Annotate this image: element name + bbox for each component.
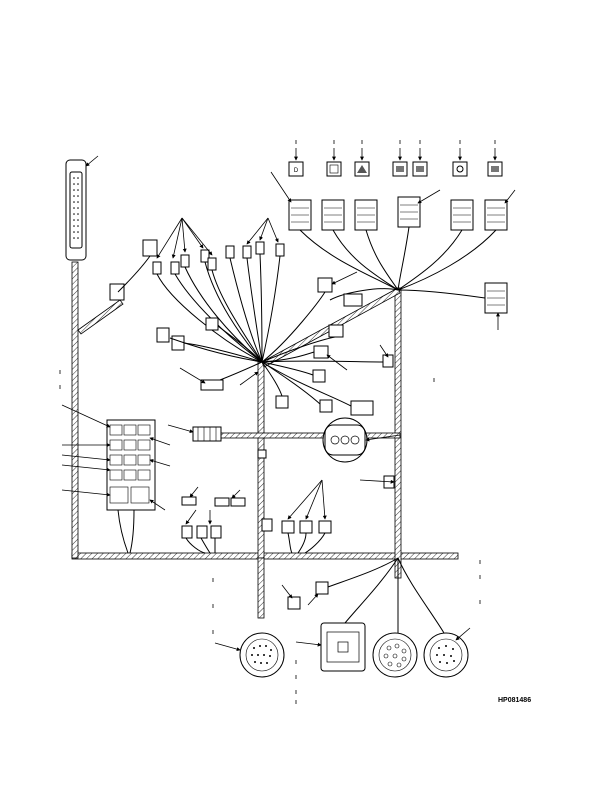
d-sub-connector (65, 155, 99, 261)
mid-connectors (156, 271, 394, 416)
switch-icon-row: D (288, 148, 503, 177)
bottom-connectors (214, 557, 471, 678)
callout-ticks (59, 140, 496, 704)
svg-text:D: D (294, 168, 299, 174)
figure-id-label: HP081486 (498, 697, 532, 704)
switch-connector-row (270, 171, 516, 330)
upper-left-connectors (109, 217, 285, 363)
upper-right-branch-wires (299, 226, 497, 301)
inline-connector (167, 424, 222, 442)
lower-sensors (181, 449, 395, 554)
fuse-relay-panel (61, 404, 171, 554)
round-connector-mid (322, 417, 401, 463)
